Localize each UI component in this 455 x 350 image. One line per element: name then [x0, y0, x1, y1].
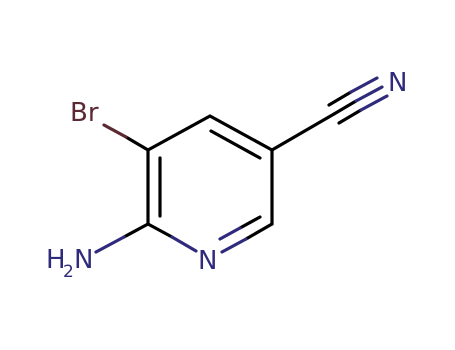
bond-c4-c5-inner	[209, 129, 262, 160]
bond-c2-nh2-b	[94, 235, 126, 254]
atom-amino-nitrogen: N	[74, 245, 93, 275]
atom-amino-subscript: 2	[63, 262, 74, 282]
bond-c6-n1-a	[244, 222, 274, 241]
bond-c4-c5	[208, 114, 274, 152]
bond-c3-c4	[146, 114, 212, 152]
bond-nitrile-1a	[332, 99, 358, 116]
bond-c6-n1-inner-a	[238, 215, 262, 230]
bond-c3-br-a	[124, 135, 150, 152]
bond-c2-nh2-a	[122, 222, 150, 239]
bond-nitrile-2a	[327, 90, 353, 107]
atom-amino-hydrogen: H	[46, 245, 66, 275]
bond-nitrile-2b	[349, 76, 379, 94]
bond-c2-n1-a	[146, 222, 174, 239]
atom-ring-nitrogen: N	[198, 246, 217, 276]
bond-c6-n1-b	[220, 237, 248, 254]
bond-nitrile-1b	[354, 85, 384, 103]
bond-c3-br-b	[102, 123, 128, 139]
bond-nitrile-3b	[359, 94, 389, 112]
atom-nitrile-nitrogen: N	[388, 68, 407, 98]
bond-c5-cn	[270, 112, 336, 152]
bond-c2-n1-b	[170, 235, 198, 253]
atom-bromine: Br	[70, 98, 99, 128]
bond-nitrile-3a	[337, 108, 363, 125]
bond-c6-n1-inner-b	[218, 226, 242, 241]
